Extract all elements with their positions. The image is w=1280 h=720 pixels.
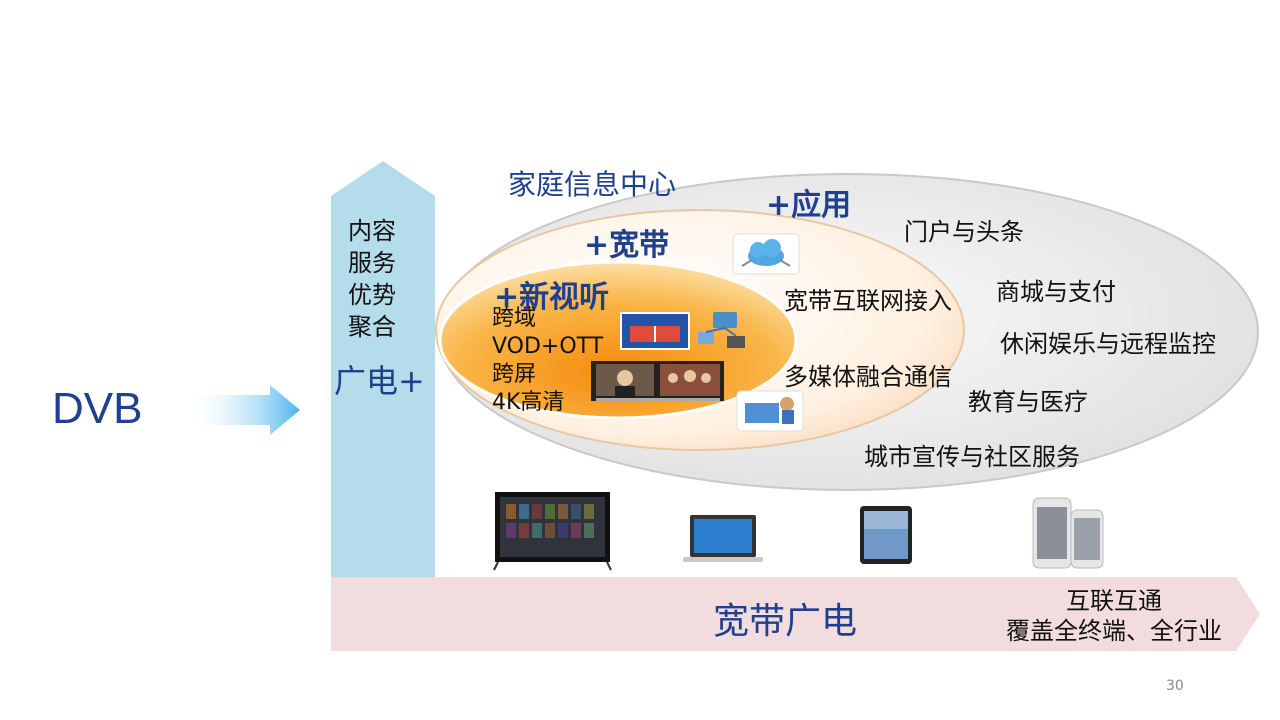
tv-icon bbox=[493, 492, 612, 571]
app-item: 商城与支付 bbox=[996, 278, 1116, 306]
bottom-band-arrow bbox=[331, 577, 1260, 651]
left-column-line: 优势 bbox=[348, 281, 396, 309]
new-av-item: 跨域 bbox=[492, 306, 537, 331]
bottom-side-line: 互联互通 bbox=[1066, 587, 1162, 615]
dvb-arrow bbox=[185, 385, 300, 435]
broadband-layer-title: +宽带 bbox=[584, 228, 670, 263]
bottom-band-label: 宽带广电 bbox=[713, 601, 858, 642]
new-av-items: 跨域 VOD+OTT 跨屏 4K高清 bbox=[492, 305, 603, 417]
app-item: 休闲娱乐与远程监控 bbox=[1000, 330, 1216, 358]
left-column-text: 内容 服务 优势 聚合 bbox=[348, 215, 408, 343]
tablet-icon bbox=[860, 506, 912, 564]
left-column-line: 内容 bbox=[348, 217, 396, 245]
phone-icon bbox=[1032, 497, 1104, 569]
hub-title: 家庭信息中心 bbox=[508, 168, 677, 201]
left-column-line: 服务 bbox=[348, 249, 396, 277]
page-number: 30 bbox=[1166, 678, 1184, 694]
left-column-line: 聚合 bbox=[348, 313, 396, 341]
communication-icon bbox=[736, 390, 804, 432]
broadband-item: 宽带互联网接入 bbox=[784, 287, 952, 315]
laptop-icon bbox=[683, 515, 763, 562]
new-av-item: 4K高清 bbox=[492, 390, 565, 415]
new-av-layer-title: +新视听 bbox=[494, 280, 610, 315]
vertical-arrow bbox=[331, 161, 435, 578]
app-layer-title: +应用 bbox=[766, 188, 852, 223]
table-tennis-image bbox=[620, 312, 690, 350]
cloud-icon bbox=[732, 233, 800, 275]
dvb-label: DVB bbox=[52, 384, 143, 433]
broadband-item: 多媒体融合通信 bbox=[784, 363, 952, 391]
app-item: 教育与医疗 bbox=[968, 388, 1088, 416]
new-av-item: VOD+OTT bbox=[492, 334, 604, 359]
bottom-band-side-text: 互联互通 覆盖全终端、全行业 bbox=[990, 586, 1238, 646]
video-call-screens bbox=[591, 361, 724, 401]
network-devices-icon bbox=[698, 312, 745, 348]
app-item: 门户与头条 bbox=[904, 218, 1024, 246]
new-av-item: 跨屏 bbox=[492, 362, 537, 387]
app-item: 城市宣传与社区服务 bbox=[864, 443, 1080, 471]
bottom-side-line: 覆盖全终端、全行业 bbox=[1006, 617, 1222, 645]
broadcast-plus-label: 广电+ bbox=[334, 362, 425, 400]
